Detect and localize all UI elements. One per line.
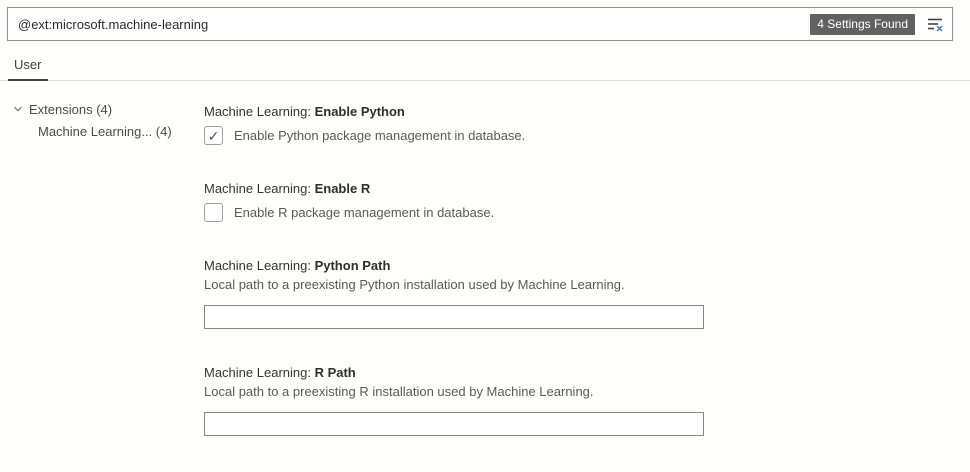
tree-item-machine-learning[interactable]: Machine Learning... (4) [0, 120, 196, 142]
settings-count-badge: 4 Settings Found [810, 13, 915, 35]
settings-tree-outline: Extensions (4) Machine Learning... (4) [0, 98, 196, 142]
setting-description: Enable Python package management in data… [234, 128, 526, 143]
setting-enable-python: Machine Learning: Enable Python ✓ Enable… [204, 104, 704, 145]
enable-r-checkbox[interactable]: ✓ [204, 203, 223, 222]
r-path-input[interactable] [204, 412, 704, 436]
setting-control-row: ✓ Enable Python package management in da… [204, 126, 704, 145]
setting-name: R Path [314, 365, 356, 380]
setting-python-path: Machine Learning: Python Path Local path… [204, 258, 704, 329]
chevron-down-icon[interactable] [10, 101, 26, 117]
settings-scope-tabbar: User [0, 50, 970, 81]
setting-category: Machine Learning: [204, 258, 315, 273]
settings-list: Machine Learning: Enable Python ✓ Enable… [204, 104, 704, 472]
active-tab-indicator [8, 79, 48, 81]
clear-filter-button[interactable] [924, 13, 946, 35]
setting-category: Machine Learning: [204, 181, 315, 196]
setting-description: Local path to a preexisting Python insta… [204, 277, 625, 292]
check-icon: ✓ [207, 127, 220, 144]
setting-title: Machine Learning: Python Path [204, 258, 704, 273]
setting-enable-r: Machine Learning: Enable R ✓ Enable R pa… [204, 181, 704, 222]
setting-description: Local path to a preexisting R installati… [204, 384, 594, 399]
setting-title: Machine Learning: R Path [204, 365, 704, 380]
enable-python-checkbox[interactable]: ✓ [204, 126, 223, 145]
tree-item-label: Extensions (4) [29, 101, 113, 117]
setting-name: Enable Python [314, 104, 405, 119]
setting-description: Enable R package management in database. [234, 205, 495, 220]
tab-user[interactable]: User [14, 57, 42, 72]
setting-category: Machine Learning: [204, 365, 315, 380]
setting-name: Python Path [314, 258, 391, 273]
tree-item-label: Machine Learning... (4) [38, 123, 172, 139]
tree-item-extensions[interactable]: Extensions (4) [0, 98, 196, 120]
setting-category: Machine Learning: [204, 104, 315, 119]
clear-filter-icon [927, 18, 943, 32]
python-path-input[interactable] [204, 305, 704, 329]
setting-r-path: Machine Learning: R Path Local path to a… [204, 365, 704, 436]
setting-title: Machine Learning: Enable Python [204, 104, 704, 119]
setting-title: Machine Learning: Enable R [204, 181, 704, 196]
setting-name: Enable R [314, 181, 371, 196]
settings-search-bar: 4 Settings Found [7, 7, 953, 41]
setting-control-row: ✓ Enable R package management in databas… [204, 203, 704, 222]
settings-search-input[interactable] [10, 8, 811, 40]
